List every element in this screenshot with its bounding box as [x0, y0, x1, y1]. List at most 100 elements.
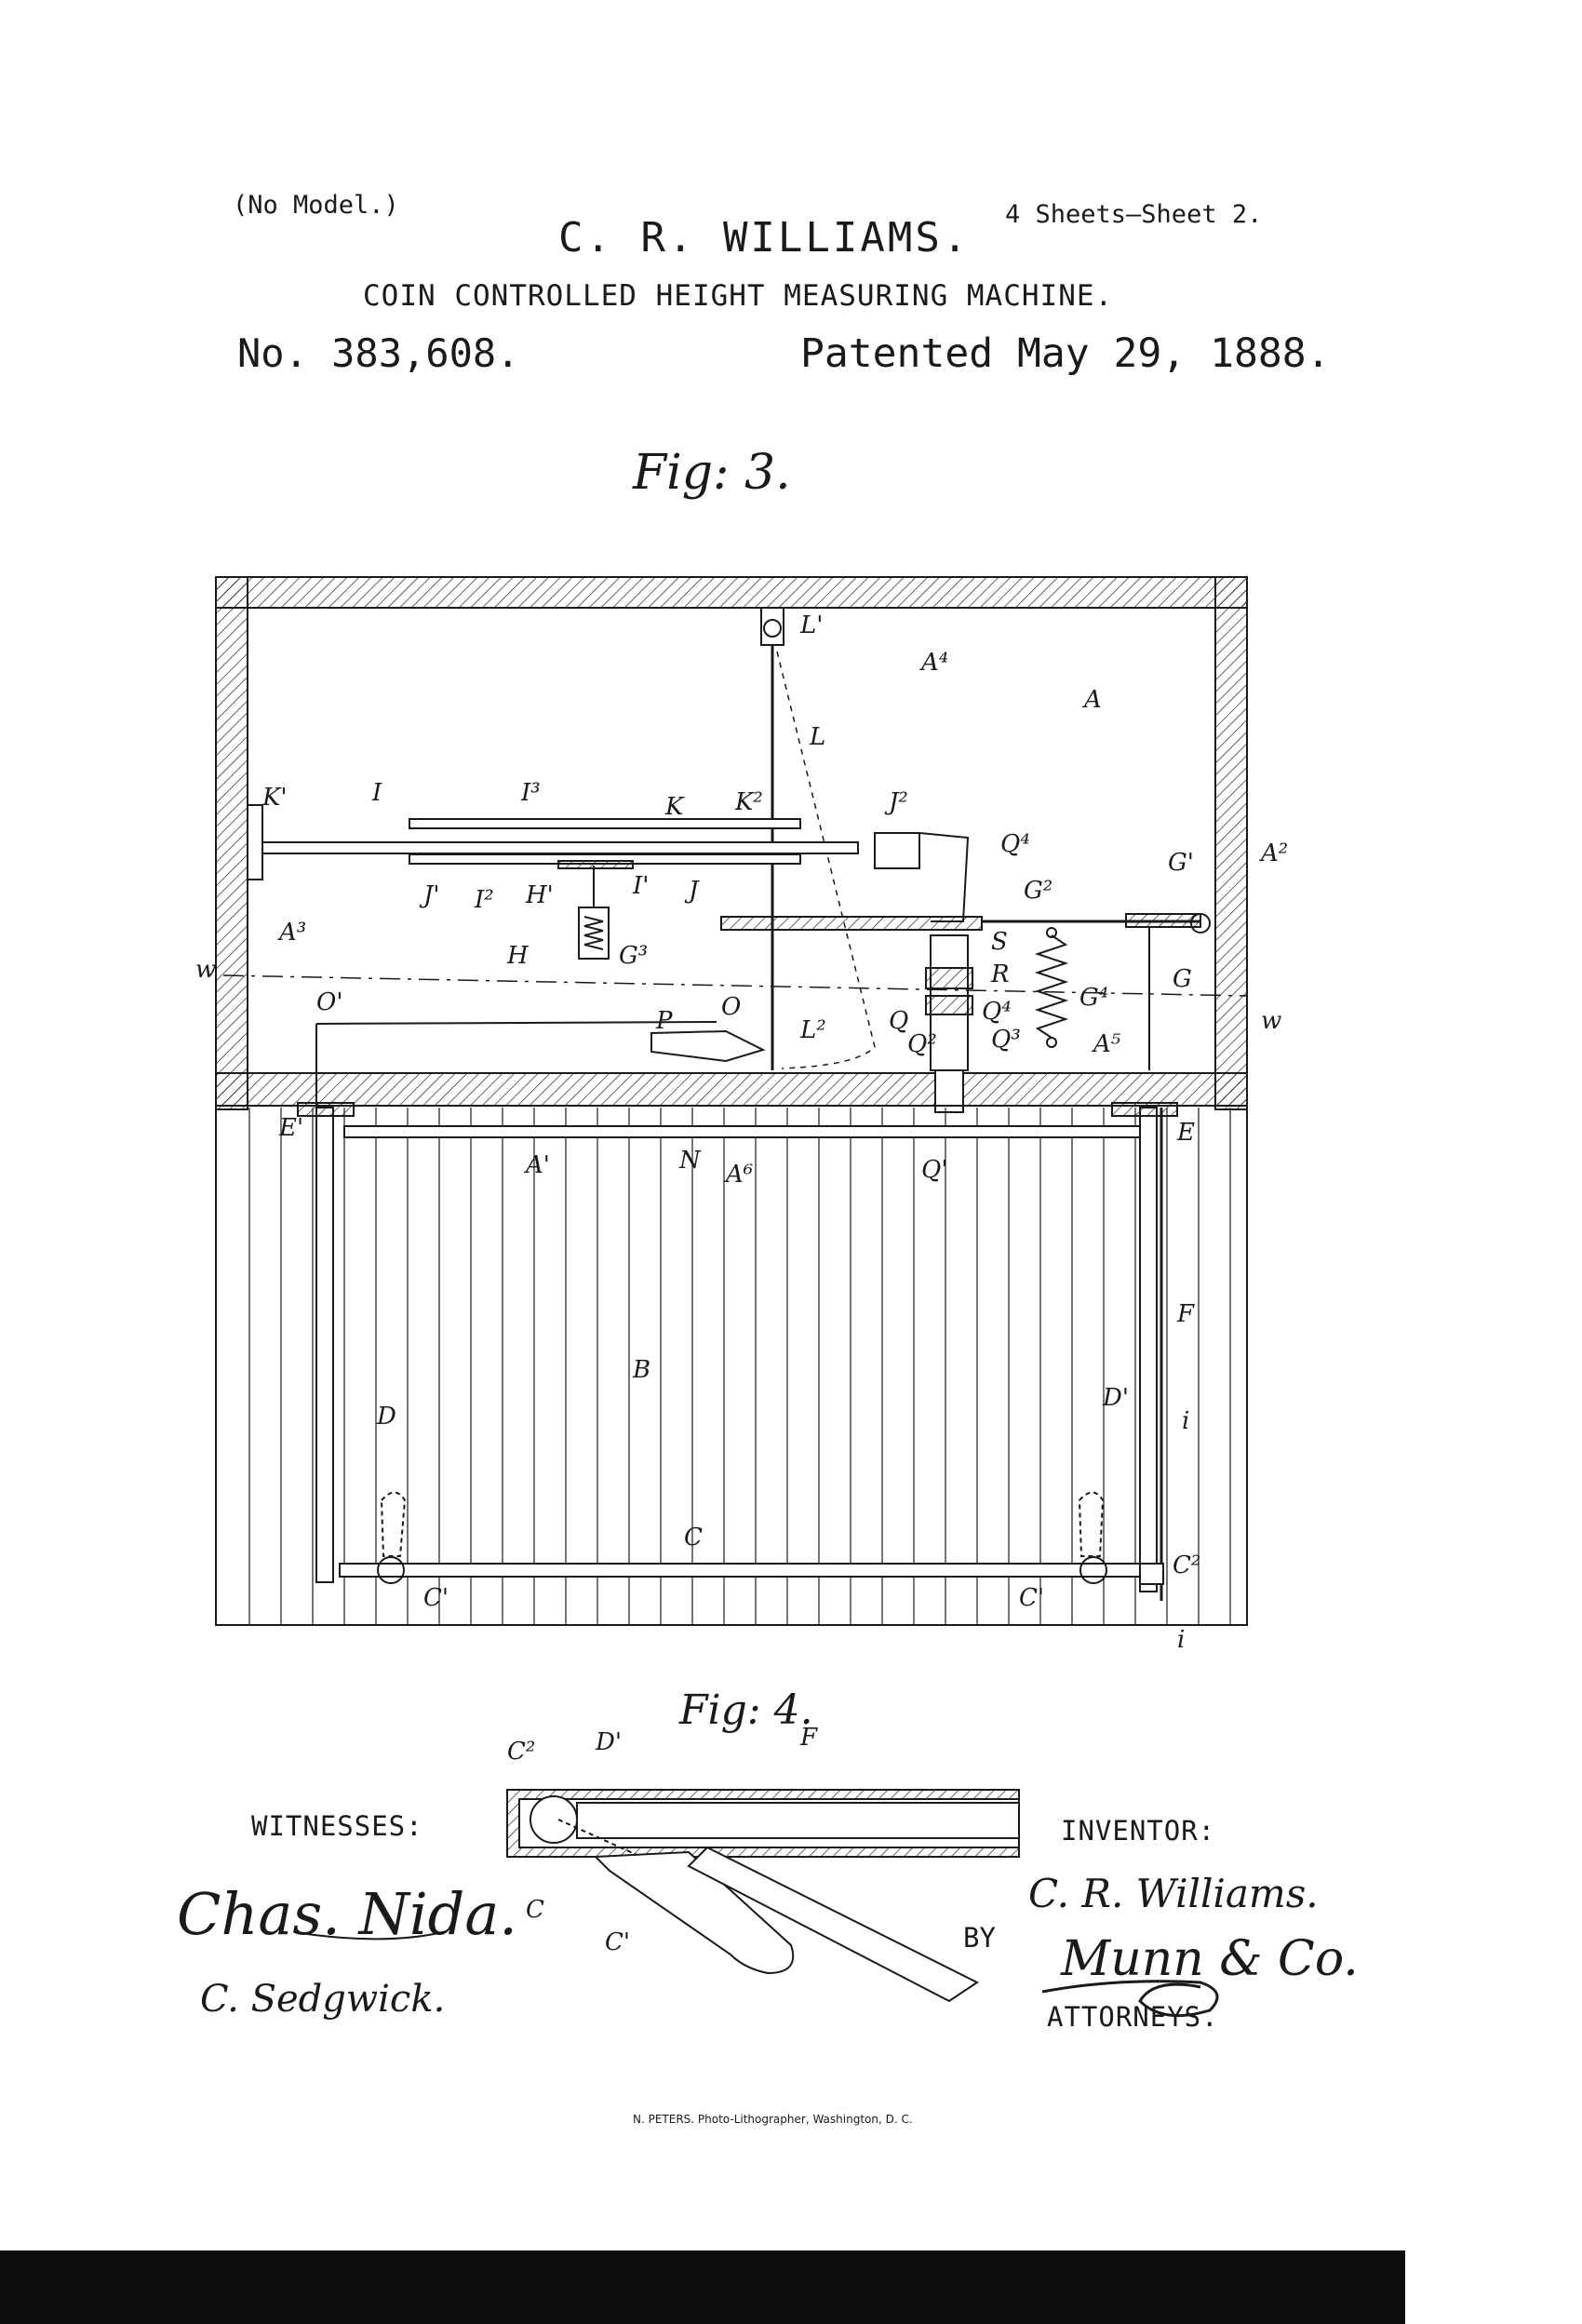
fig3-label-Q: Q	[889, 1007, 908, 1035]
slide-bar-I	[261, 841, 859, 854]
fig3-label-K1: K'	[261, 784, 288, 812]
figure-4-labels: C² D' F C C'	[507, 1724, 818, 1956]
fig3-label-I3: I³	[520, 779, 541, 807]
post-left-D	[315, 1107, 334, 1583]
fig3-label-L1: L'	[799, 611, 823, 639]
by-label: BY	[963, 1922, 996, 1954]
fig4-pivot	[530, 1795, 578, 1844]
figure-4-drawing	[506, 1789, 1020, 2003]
fig3-label-G3: G³	[619, 942, 648, 970]
fig3-label-i-lower: i	[1177, 1626, 1185, 1654]
fig3-label-w-right: w	[1261, 1007, 1281, 1035]
fig4-handle	[593, 1850, 795, 1975]
fig4-rod-F	[576, 1802, 1020, 1839]
fig3-label-A5: A⁵	[1092, 1030, 1121, 1058]
fig4-label-C2: C²	[507, 1738, 535, 1766]
fig3-label-Q2: Q²	[907, 1030, 937, 1058]
inventor-signature: C. R. Williams.	[1028, 1871, 1319, 1916]
figure-3-labels: L' A⁴ A L K' I I³ K K² J² Q⁴ G' A² J' I²…	[195, 611, 1288, 1654]
fig3-label-H: H	[506, 942, 530, 970]
fig3-label-O: O	[721, 993, 741, 1021]
spring-G4	[1034, 934, 1069, 1039]
no-model-note: (No Model.)	[233, 191, 399, 220]
left-bracket	[247, 804, 263, 880]
chute-guide	[918, 832, 970, 922]
fig3-label-Q4-top: Q⁴	[1000, 830, 1030, 858]
fig3-label-P: P	[655, 1007, 673, 1035]
sheet-count: 4 Sheets—Sheet 2.	[1005, 200, 1263, 229]
attorneys-label: ATTORNEYS.	[1047, 2001, 1219, 2033]
fig3-label-R: R	[990, 960, 1010, 988]
inventor-name-heading: C. R. WILLIAMS.	[558, 214, 971, 262]
attorney-flourish	[1041, 1980, 1219, 2018]
frame-D	[343, 1125, 1146, 1138]
fig3-label-F: F	[1176, 1300, 1195, 1328]
fig3-label-D: D	[376, 1403, 396, 1431]
figure-3-label: Fig: 3.	[633, 445, 791, 501]
fig3-label-Q3: Q³	[991, 1026, 1021, 1054]
fig3-label-A: A	[1082, 686, 1102, 714]
fig3-label-G1: G'	[1168, 849, 1194, 877]
fig4-label-C1: C'	[605, 1928, 630, 1956]
fig3-label-Q4-mid: Q⁴	[982, 998, 1012, 1026]
fig3-label-G4: G⁴	[1079, 984, 1108, 1012]
handle-right	[1078, 1491, 1105, 1557]
figure-4-label: Fig: 4.	[679, 1686, 813, 1734]
witnesses-label: WITNESSES:	[251, 1810, 423, 1842]
fig3-label-H1-top: H'	[525, 881, 554, 909]
fig3-label-i-upper: i	[1182, 1407, 1189, 1435]
cabinet-right-wall	[1214, 576, 1248, 1110]
cabinet-floor	[215, 1072, 1248, 1107]
section-line-w	[222, 974, 1248, 997]
figure-3-drawing	[215, 576, 1248, 1626]
fig3-label-J: J	[684, 877, 700, 905]
fig3-label-C2: C²	[1173, 1552, 1200, 1579]
fig3-label-A2: A²	[1259, 840, 1288, 867]
fig3-label-w-left: w	[195, 956, 216, 984]
fig3-label-L2: L²	[799, 1016, 826, 1044]
fig3-label-C: C	[684, 1524, 703, 1552]
inventor-label: INVENTOR:	[1061, 1815, 1216, 1847]
fig4-label-F: F	[799, 1724, 818, 1752]
attorney-signature: Munn & Co.	[1061, 1931, 1359, 1987]
pivot-pin	[1190, 913, 1211, 934]
witness-2-signature: C. Sedgwick.	[200, 1978, 446, 2021]
handle-right-pivot	[1079, 1556, 1107, 1584]
fig3-label-A1: A'	[524, 1151, 550, 1179]
fig3-label-E: E	[1176, 1119, 1195, 1147]
fig3-label-A4: A⁴	[919, 649, 948, 677]
foot-bar-C	[339, 1563, 1150, 1578]
fig3-label-K: K	[664, 793, 685, 821]
fig3-label-I: I	[371, 779, 382, 807]
fig3-label-G: G	[1173, 965, 1192, 993]
fig3-label-A3: A³	[277, 919, 306, 947]
witness-1-signature: Chas. Nida.	[177, 1880, 518, 1948]
fig3-label-K2: K²	[734, 788, 763, 816]
fig3-label-C1-left: C'	[423, 1584, 449, 1612]
fig3-label-G2: G²	[1024, 877, 1052, 905]
fig3-label-J2: J²	[884, 788, 908, 816]
post-right-F	[1139, 1107, 1158, 1592]
fig3-label-Qp: Q'	[921, 1156, 947, 1184]
handle-left	[380, 1491, 407, 1557]
fig3-label-L: L	[809, 723, 825, 751]
fig4-label-C: C	[526, 1896, 544, 1924]
fig3-label-C1-right: C'	[1019, 1584, 1044, 1612]
cabinet-top-wall	[215, 576, 1248, 609]
patent-title: COIN CONTROLLED HEIGHT MEASURING MACHINE…	[363, 279, 1114, 313]
fig4-label-D1: D'	[595, 1728, 622, 1756]
swing-path	[776, 651, 876, 1069]
patent-number: No. 383,608.	[237, 330, 520, 376]
fig3-label-O1: O'	[316, 988, 342, 1016]
patent-date: Patented May 29, 1888.	[800, 330, 1331, 377]
fig3-label-S: S	[991, 928, 1008, 956]
coin-chute	[874, 832, 920, 869]
pulley-wheel	[763, 619, 782, 638]
trigger-lever	[650, 1029, 766, 1063]
rack-G2	[720, 916, 983, 931]
fig3-label-E1: E'	[278, 1114, 303, 1142]
cabinet-left-wall	[215, 576, 248, 1110]
lithographer-credit: N. PETERS. Photo-Lithographer, Washingto…	[633, 2113, 913, 2126]
fig3-label-I2: I²	[474, 886, 494, 914]
